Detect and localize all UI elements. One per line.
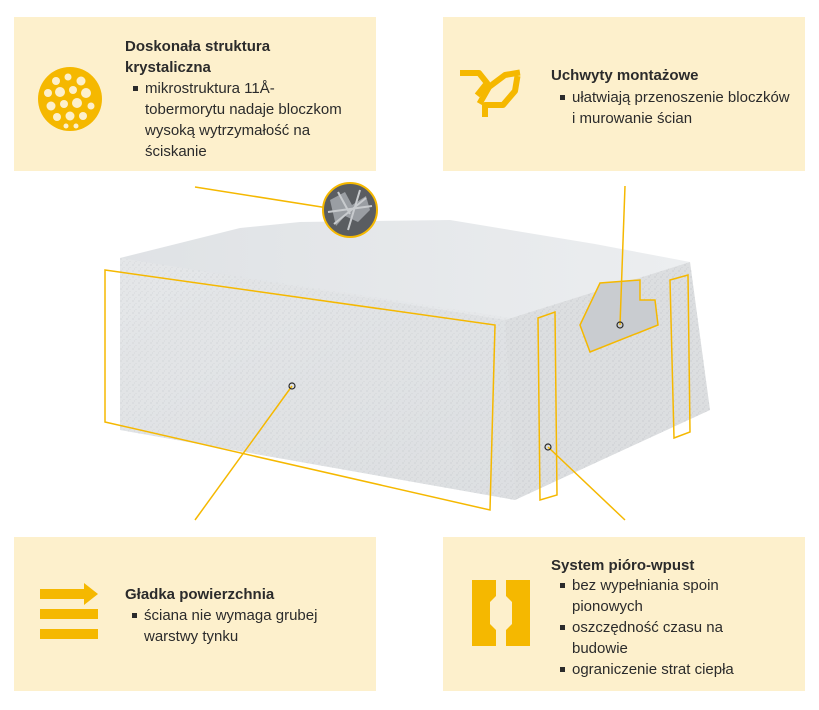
- feature-bullet: ściana nie wymaga grubej warstwy tynku: [128, 605, 328, 647]
- feature-bullets: ściana nie wymaga grubej warstwy tynku: [128, 605, 328, 647]
- feature-bullet: bez wypełniania spoin pionowych: [556, 575, 742, 617]
- feature-bullet: mikrostruktura 11Å-tobermorytu nadaje bl…: [129, 78, 354, 162]
- feature-bullets: mikrostruktura 11Å-tobermorytu nadaje bl…: [129, 78, 354, 162]
- feature-title: System pióro-wpust: [551, 557, 695, 574]
- grip-handle-outline: [579, 279, 659, 353]
- groove-left-outline: [537, 310, 558, 501]
- feature-panel-crystal: Doskonała struktura krystaliczna mikrost…: [14, 17, 376, 171]
- hand-grip-icon: [460, 69, 521, 117]
- groove-right-outline: [669, 274, 691, 440]
- smooth-surface-outline: [104, 269, 496, 511]
- feature-title: Doskonała struktura krystaliczna: [125, 38, 271, 76]
- feature-bullets: ułatwiają przenoszenie bloczków i murowa…: [556, 87, 791, 129]
- feature-bullet: oszczędność czasu na budowie: [556, 617, 742, 659]
- feature-title: Gładka powierzchnia: [125, 586, 275, 603]
- microstructure-magnifier: [322, 182, 378, 238]
- feature-title: Uchwyty montażowe: [551, 67, 699, 84]
- smooth-surface-icon: [40, 583, 98, 639]
- feature-panel-smooth: Gładka powierzchnia ściana nie wymaga gr…: [14, 537, 376, 691]
- tongue-groove-icon: [472, 580, 530, 646]
- feature-panel-handles: Uchwyty montażowe ułatwiają przenoszenie…: [443, 17, 805, 171]
- feature-bullet: ułatwiają przenoszenie bloczków i murowa…: [556, 87, 791, 129]
- feature-bullets: bez wypełniania spoin pionowych oszczędn…: [556, 575, 786, 680]
- crystal-structure-icon: [38, 67, 102, 131]
- feature-bullet: ograniczenie strat ciepła: [556, 659, 786, 680]
- feature-panel-tongue-groove: System pióro-wpust bez wypełniania spoin…: [443, 537, 805, 691]
